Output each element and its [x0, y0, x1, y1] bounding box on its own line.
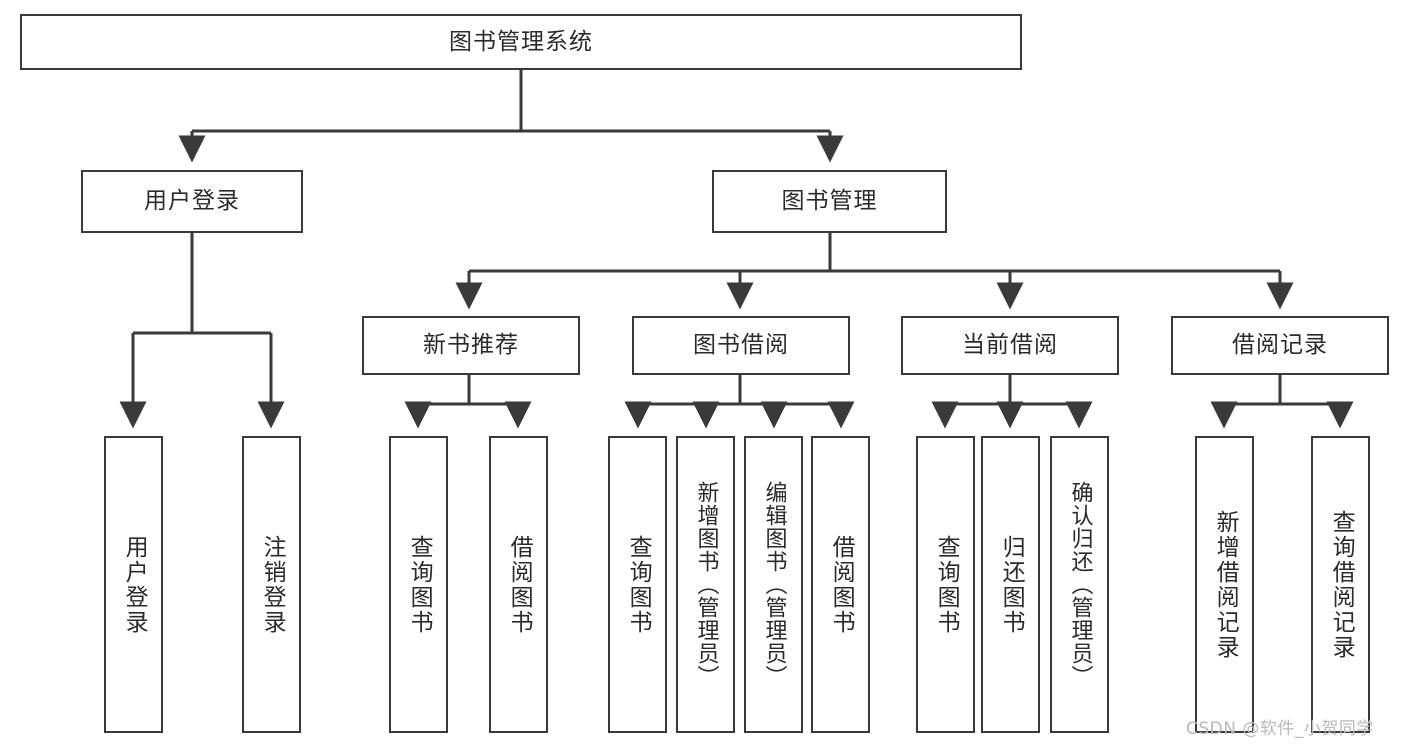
leaf-current-return-book[interactable]: 归还图书	[981, 436, 1040, 733]
leaf-current-query-book[interactable]: 查询图书	[916, 436, 975, 733]
leaf-recommend-query-book[interactable]: 查询图书	[389, 436, 448, 733]
leaf-recommend-borrow-book[interactable]: 借阅图书	[489, 436, 548, 733]
leaf-borrow-add-book-admin[interactable]: 新增图书（管理员）	[676, 436, 735, 733]
node-user-login[interactable]: 用户登录	[81, 170, 303, 233]
node-borrow-record[interactable]: 借阅记录	[1171, 316, 1389, 375]
node-root-system[interactable]: 图书管理系统	[20, 14, 1022, 70]
node-book-borrow[interactable]: 图书借阅	[632, 316, 850, 375]
leaf-borrow-edit-book-admin[interactable]: 编辑图书（管理员）	[744, 436, 803, 733]
node-new-book-recommend[interactable]: 新书推荐	[362, 316, 580, 375]
leaf-user-login-logout[interactable]: 注销登录	[242, 436, 301, 733]
leaf-record-query-record[interactable]: 查询借阅记录	[1311, 436, 1370, 733]
node-current-borrow[interactable]: 当前借阅	[901, 316, 1119, 375]
leaf-record-add-record[interactable]: 新增借阅记录	[1195, 436, 1254, 733]
leaf-current-confirm-return-admin[interactable]: 确认归还（管理员）	[1050, 436, 1109, 733]
leaf-borrow-borrow-book[interactable]: 借阅图书	[811, 436, 870, 733]
node-book-management[interactable]: 图书管理	[712, 170, 947, 233]
leaf-user-login-login[interactable]: 用户登录	[104, 436, 163, 733]
leaf-borrow-query-book[interactable]: 查询图书	[608, 436, 667, 733]
